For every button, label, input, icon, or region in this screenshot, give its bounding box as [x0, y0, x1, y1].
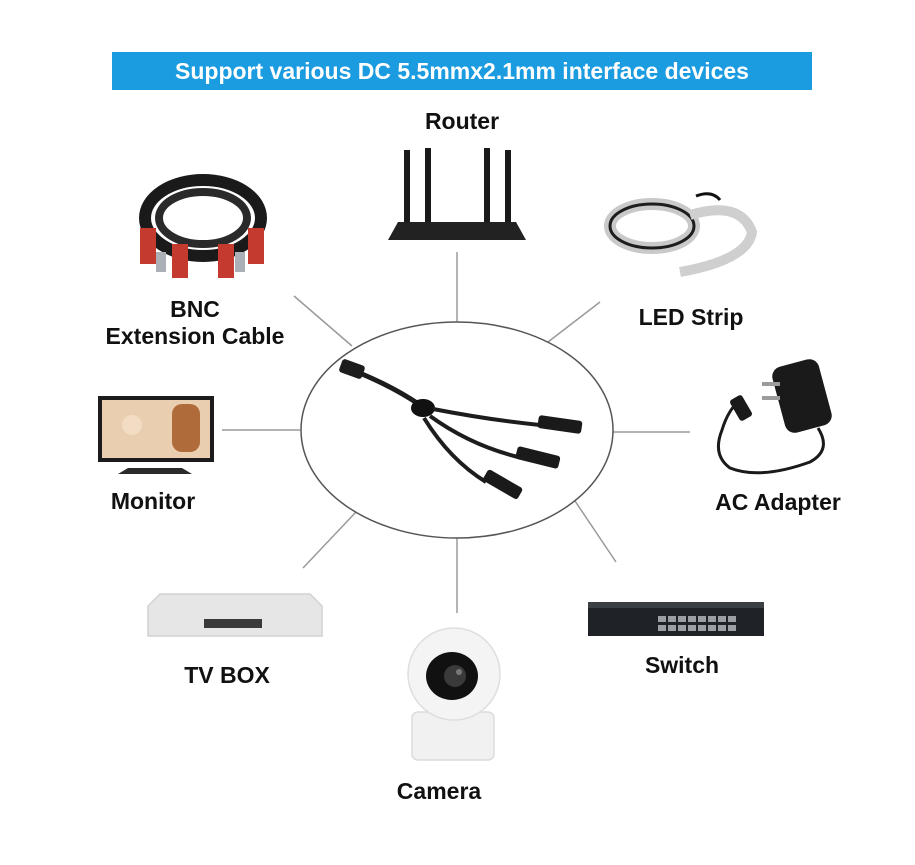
bnc-label-line1: BNC [170, 296, 220, 322]
router-icon [388, 148, 526, 240]
monitor-icon [98, 396, 214, 474]
center-ellipse [300, 321, 614, 539]
monitor-label: Monitor [110, 488, 196, 514]
line-switch [572, 497, 617, 563]
line-bnc [293, 295, 353, 347]
ac-adapter-label: AC Adapter [715, 489, 841, 515]
camera-icon [407, 627, 501, 761]
bnc-label: BNC Extension Cable [70, 296, 320, 350]
connector-lines [222, 252, 690, 613]
tv-box-icon [147, 593, 323, 637]
led-strip-label: LED Strip [638, 304, 744, 330]
network-switch-icon [588, 602, 764, 636]
led-strip-icon [604, 192, 758, 277]
bnc-cable-icon [139, 174, 267, 278]
header-banner: Support various DC 5.5mmx2.1mm interface… [112, 52, 812, 90]
line-tvbox [302, 511, 357, 569]
splitter-cable-icon [339, 359, 583, 499]
switch-label: Switch [644, 652, 720, 678]
bnc-label-line2: Extension Cable [105, 323, 285, 349]
line-led [547, 301, 601, 343]
router-label: Router [424, 108, 500, 134]
ac-adapter-icon [716, 359, 832, 475]
camera-label: Camera [396, 778, 482, 804]
tv-box-label: TV BOX [184, 662, 270, 688]
